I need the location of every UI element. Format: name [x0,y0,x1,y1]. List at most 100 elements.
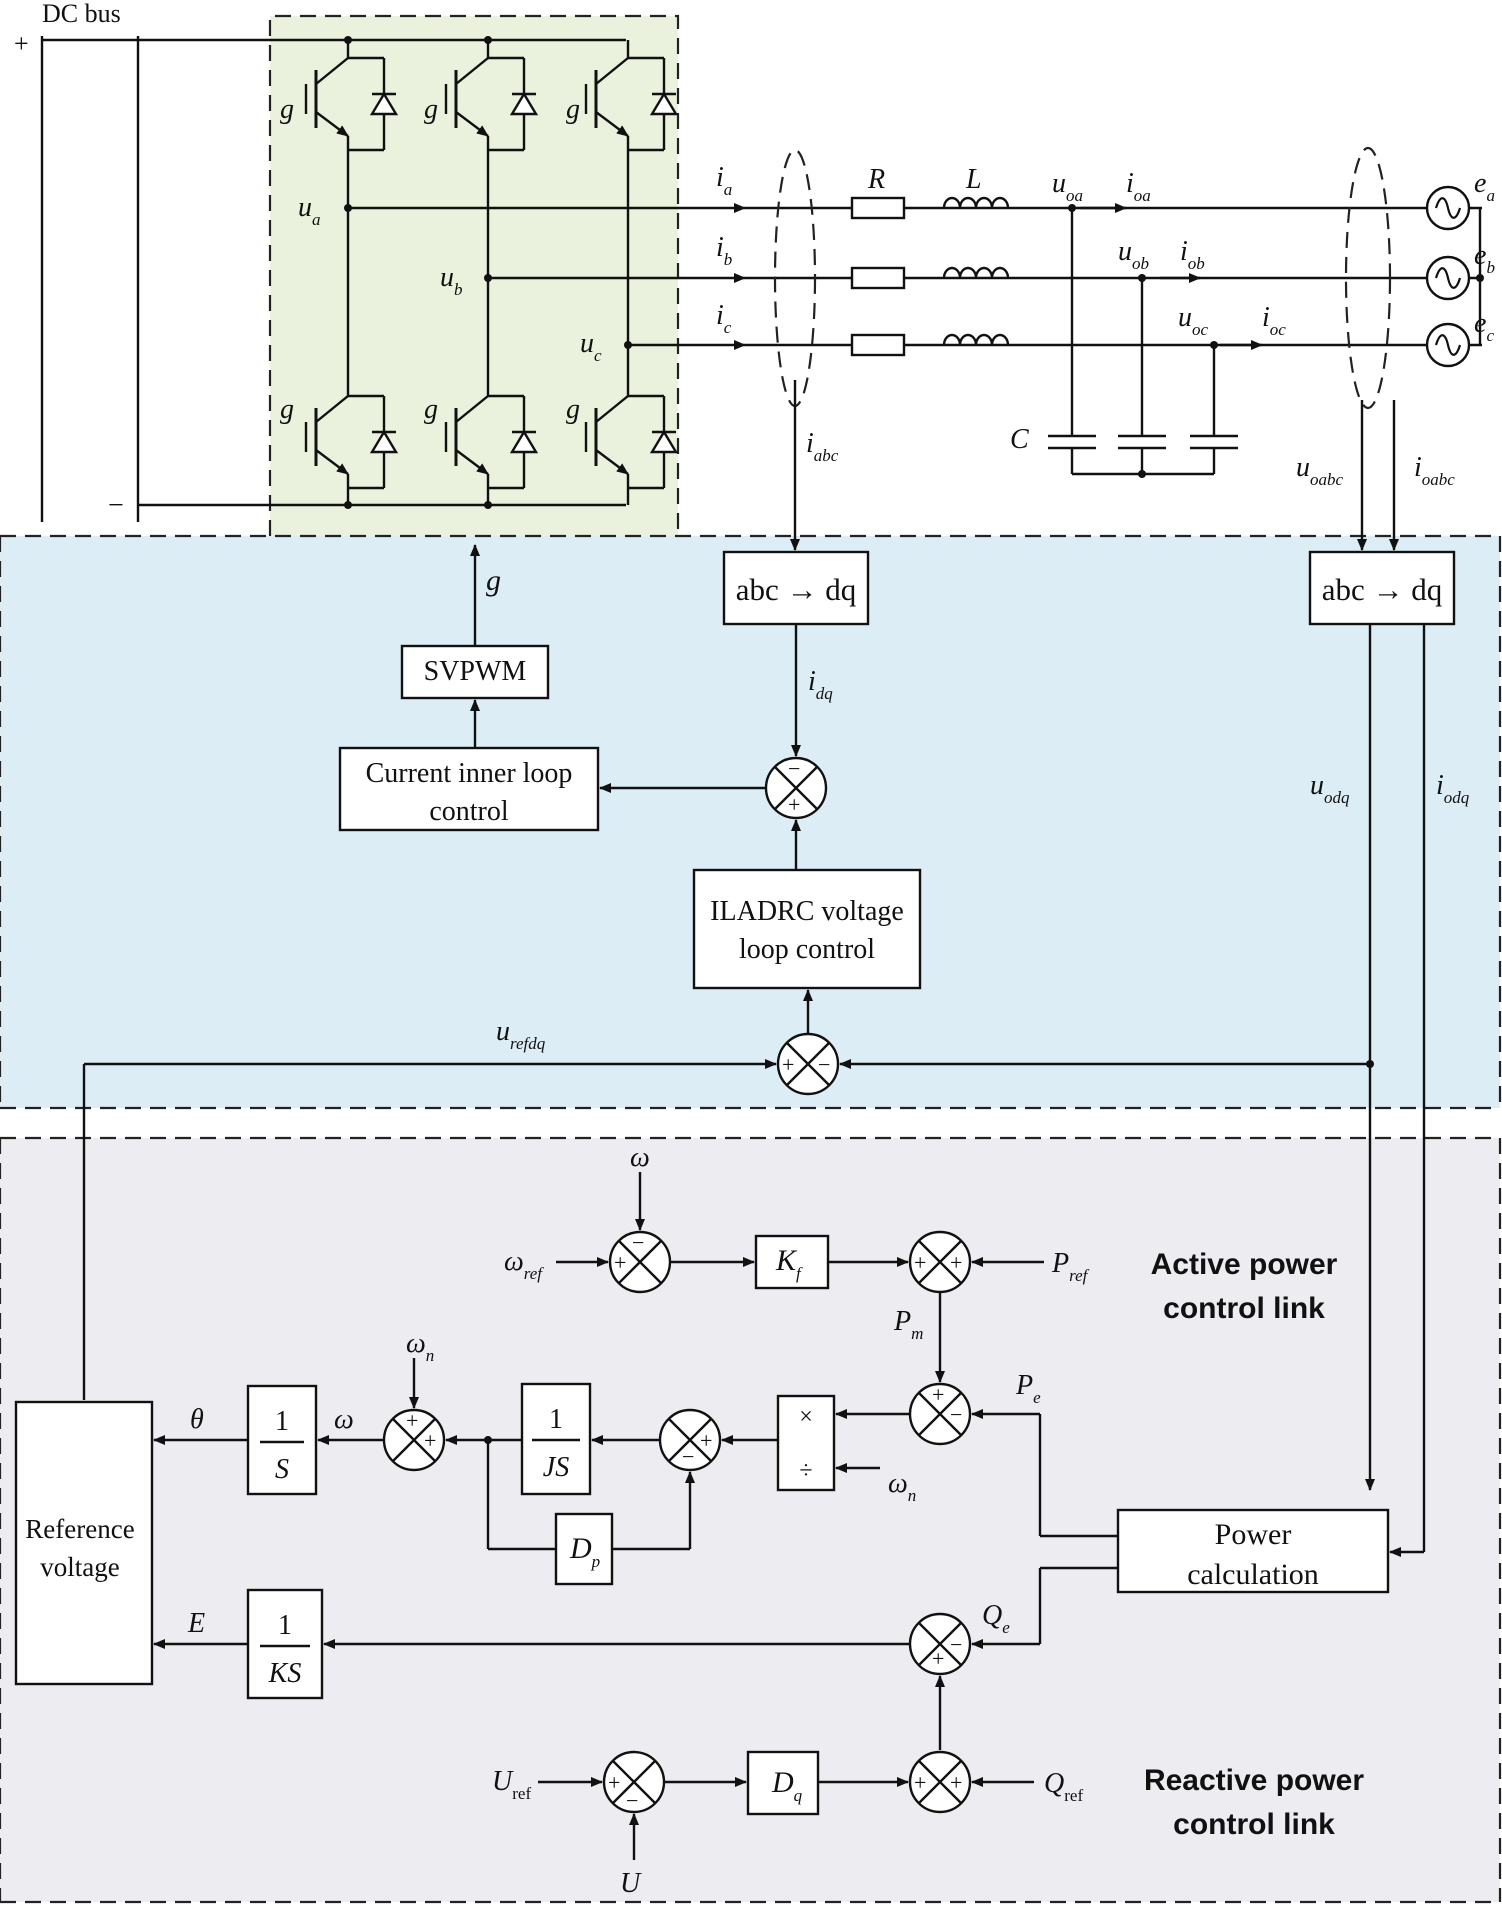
svg-text:uoabc: uoabc [1296,452,1344,489]
svg-text:g: g [280,94,294,125]
svg-text:+: + [914,1250,926,1275]
svg-text:E: E [187,1608,205,1639]
svg-text:iob: iob [1180,236,1205,273]
svg-text:Pm: Pm [893,1306,923,1343]
svg-text:÷: ÷ [799,1458,812,1484]
svg-text:ioa: ioa [1126,168,1151,205]
svg-text:uodq: uodq [1310,770,1350,807]
phase-lines [348,185,1484,368]
svg-text:−: − [950,1402,962,1427]
dc-bus: DC bus + − [14,0,626,522]
svg-text:Dp: Dp [569,1532,600,1571]
svg-text:abc → dq: abc → dq [736,572,857,607]
svg-text:−: − [626,1788,638,1813]
control-region [0,536,1500,1108]
svg-text:ub: ub [440,262,463,299]
svg-text:uob: uob [1118,236,1149,273]
control-labels: g idq uodq iodq urefdq [486,564,1470,1053]
svg-text:ua: ua [298,192,321,229]
svg-text:C: C [1010,424,1029,455]
region-borders [0,14,1502,1904]
svg-text:ioc: ioc [1262,302,1286,339]
dc-bus-label: DC bus [42,0,121,28]
kf-block: Kf [754,1234,830,1290]
svg-text:+: + [932,1646,944,1671]
svg-text:ω: ω [334,1404,354,1435]
svg-text:−: − [950,1632,962,1657]
svg-text:uoa: uoa [1052,168,1083,205]
integrator-ks-block: 1 KS [246,1588,324,1700]
svg-text:ic: ic [716,300,732,337]
grid-labels: R L C ia ib ic uoa uob uoc ioa iob ioc e… [716,162,1495,489]
svg-text:L: L [965,164,982,195]
svg-text:iabc: iabc [806,428,839,465]
svg-text:Qref: Qref [1044,1768,1083,1805]
sum-damping: − + [658,1408,722,1472]
svg-text:+: + [406,1408,418,1433]
svg-text:eb: eb [1474,240,1495,277]
svg-text:S: S [275,1454,289,1485]
inertia-js-block: 1 JS [520,1382,592,1496]
dc-minus: − [108,490,124,521]
svg-text:control link: control link [1163,1292,1325,1325]
integrator-s-block: 1 S [246,1384,318,1496]
svg-text:ωn: ωn [406,1328,434,1365]
filter-capacitors [1048,204,1238,478]
svg-text:ioabc: ioabc [1414,452,1455,489]
svg-text:calculation: calculation [1187,1558,1319,1591]
svg-text:ia: ia [716,162,732,199]
svg-text:KS: KS [268,1658,302,1689]
control-wires [82,544,1426,1557]
svg-text:Uref: Uref [492,1766,531,1803]
svg-text:JS: JS [543,1452,569,1483]
svg-text:U: U [620,1868,642,1899]
abc-dq-block-current: abc → dq [722,550,870,626]
svg-text:ILADRC voltage: ILADRC voltage [710,896,904,927]
svg-text:urefdq: urefdq [496,1016,546,1053]
inverter-region [270,16,678,536]
svg-text:g: g [280,394,294,425]
svg-text:abc → dq: abc → dq [1322,572,1443,607]
dq-block: Dq [746,1750,820,1816]
svg-text:uc: uc [580,328,602,365]
svg-text:g: g [566,394,580,425]
svg-text:Pref: Pref [1051,1248,1090,1285]
svg-text:Pe: Pe [1015,1370,1041,1407]
svg-text:−: − [788,756,800,781]
svg-text:1: 1 [278,1610,292,1641]
svg-text:control link: control link [1173,1808,1335,1841]
sum-u: + − [602,1750,666,1814]
svg-text:+: + [608,1770,620,1795]
svg-text:−: − [682,1444,694,1469]
svg-text:Kf: Kf [775,1244,803,1283]
sum-current: − + [764,756,828,820]
abc-dq-block-output: abc → dq [1308,550,1456,626]
svg-text:uoc: uoc [1178,302,1209,339]
current-loop-block: Current inner loop control [338,746,600,832]
sum-qe: − + [908,1612,972,1676]
svg-text:1: 1 [275,1406,289,1437]
power-labels: ω ωref Pref Pm Pe ωn ωn ω θ E Qe Qref Ur… [187,1142,1364,1899]
sum-voltage: + − [776,1032,840,1096]
svg-text:Reactive power: Reactive power [1144,1764,1364,1797]
svg-text:ib: ib [716,232,732,269]
svg-text:ωn: ωn [888,1468,916,1505]
svg-text:Active power: Active power [1151,1248,1338,1281]
svpwm-block: SVPWM [400,644,550,700]
svg-text:g: g [566,94,580,125]
svg-text:Dq: Dq [771,1766,803,1805]
svg-text:Power: Power [1215,1518,1292,1551]
svg-text:+: + [424,1428,436,1453]
svg-text:SVPWM: SVPWM [424,656,527,687]
svg-text:iodq: iodq [1436,770,1470,807]
svg-text:Qe: Qe [982,1600,1010,1637]
svg-text:−: − [818,1052,830,1077]
svg-text:×: × [799,1404,813,1430]
svg-text:1: 1 [549,1404,563,1435]
svg-text:+: + [932,1382,944,1407]
svg-text:g: g [486,564,501,597]
sum-pe: + − [908,1382,972,1446]
svg-text:Reference: Reference [25,1514,134,1544]
svg-text:−: − [632,1230,644,1255]
divide-block: × ÷ [776,1394,836,1492]
